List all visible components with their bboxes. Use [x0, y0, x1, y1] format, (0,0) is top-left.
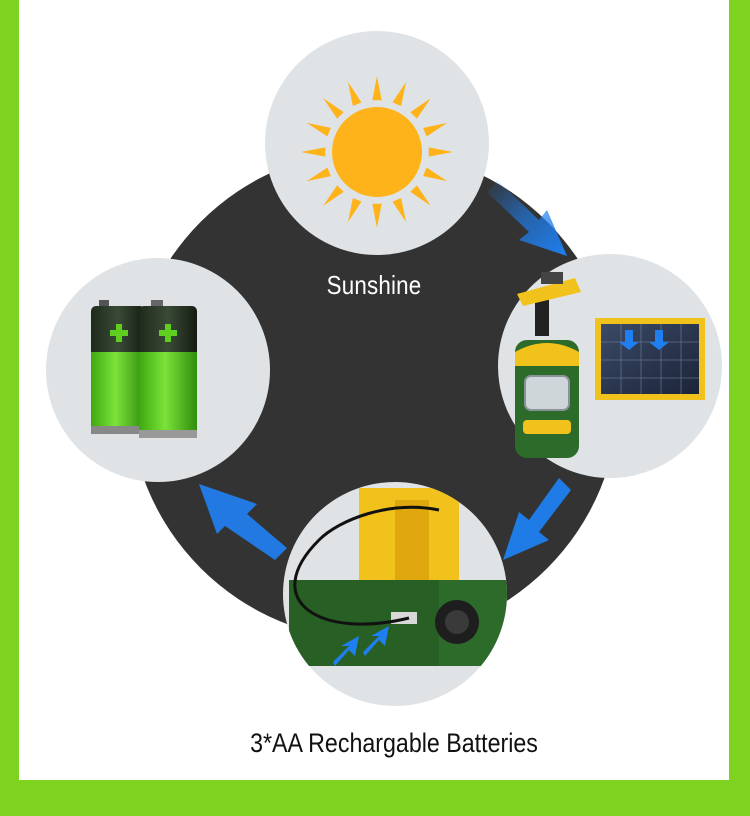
- sun-ray: [392, 198, 407, 223]
- node-sun: [265, 31, 489, 255]
- node-batteries: [46, 258, 270, 482]
- sunshine-label: Sunshine: [326, 270, 422, 300]
- arrow-sun-to-device: [487, 180, 567, 256]
- solar-sprinkler-device-icon: [515, 272, 705, 458]
- sun-ray: [301, 147, 326, 157]
- batteries-caption: 3*AA Rechargable Batteries: [250, 728, 538, 758]
- node-battery-compartment: [283, 482, 507, 706]
- sun-ray: [372, 203, 382, 228]
- sun-ray: [428, 147, 453, 157]
- sun-ray: [423, 122, 448, 137]
- sun-ray: [392, 81, 407, 106]
- sun-ray: [306, 167, 331, 182]
- diagram-frame: Sunshine 3*AA Rechargable Batteries: [19, 0, 729, 780]
- sun-ray: [410, 98, 431, 119]
- battery-icon: [91, 300, 197, 438]
- sun-ray: [372, 76, 382, 101]
- charging-cycle-diagram: [46, 31, 722, 706]
- node-solar-device: [498, 254, 722, 478]
- sun-ray: [323, 98, 344, 119]
- sun-ray: [306, 122, 331, 137]
- battery-compartment-icon: [289, 488, 507, 666]
- hub-circle: [129, 150, 619, 640]
- sun-icon: [301, 76, 453, 228]
- arrow-device-to-compartment: [503, 478, 571, 560]
- sun-ray: [410, 185, 431, 206]
- sun-ray: [347, 81, 362, 106]
- sun-ray: [423, 167, 448, 182]
- sun-ray: [347, 198, 362, 223]
- sun-ray: [323, 185, 344, 206]
- arrow-compartment-to-batteries: [199, 484, 287, 560]
